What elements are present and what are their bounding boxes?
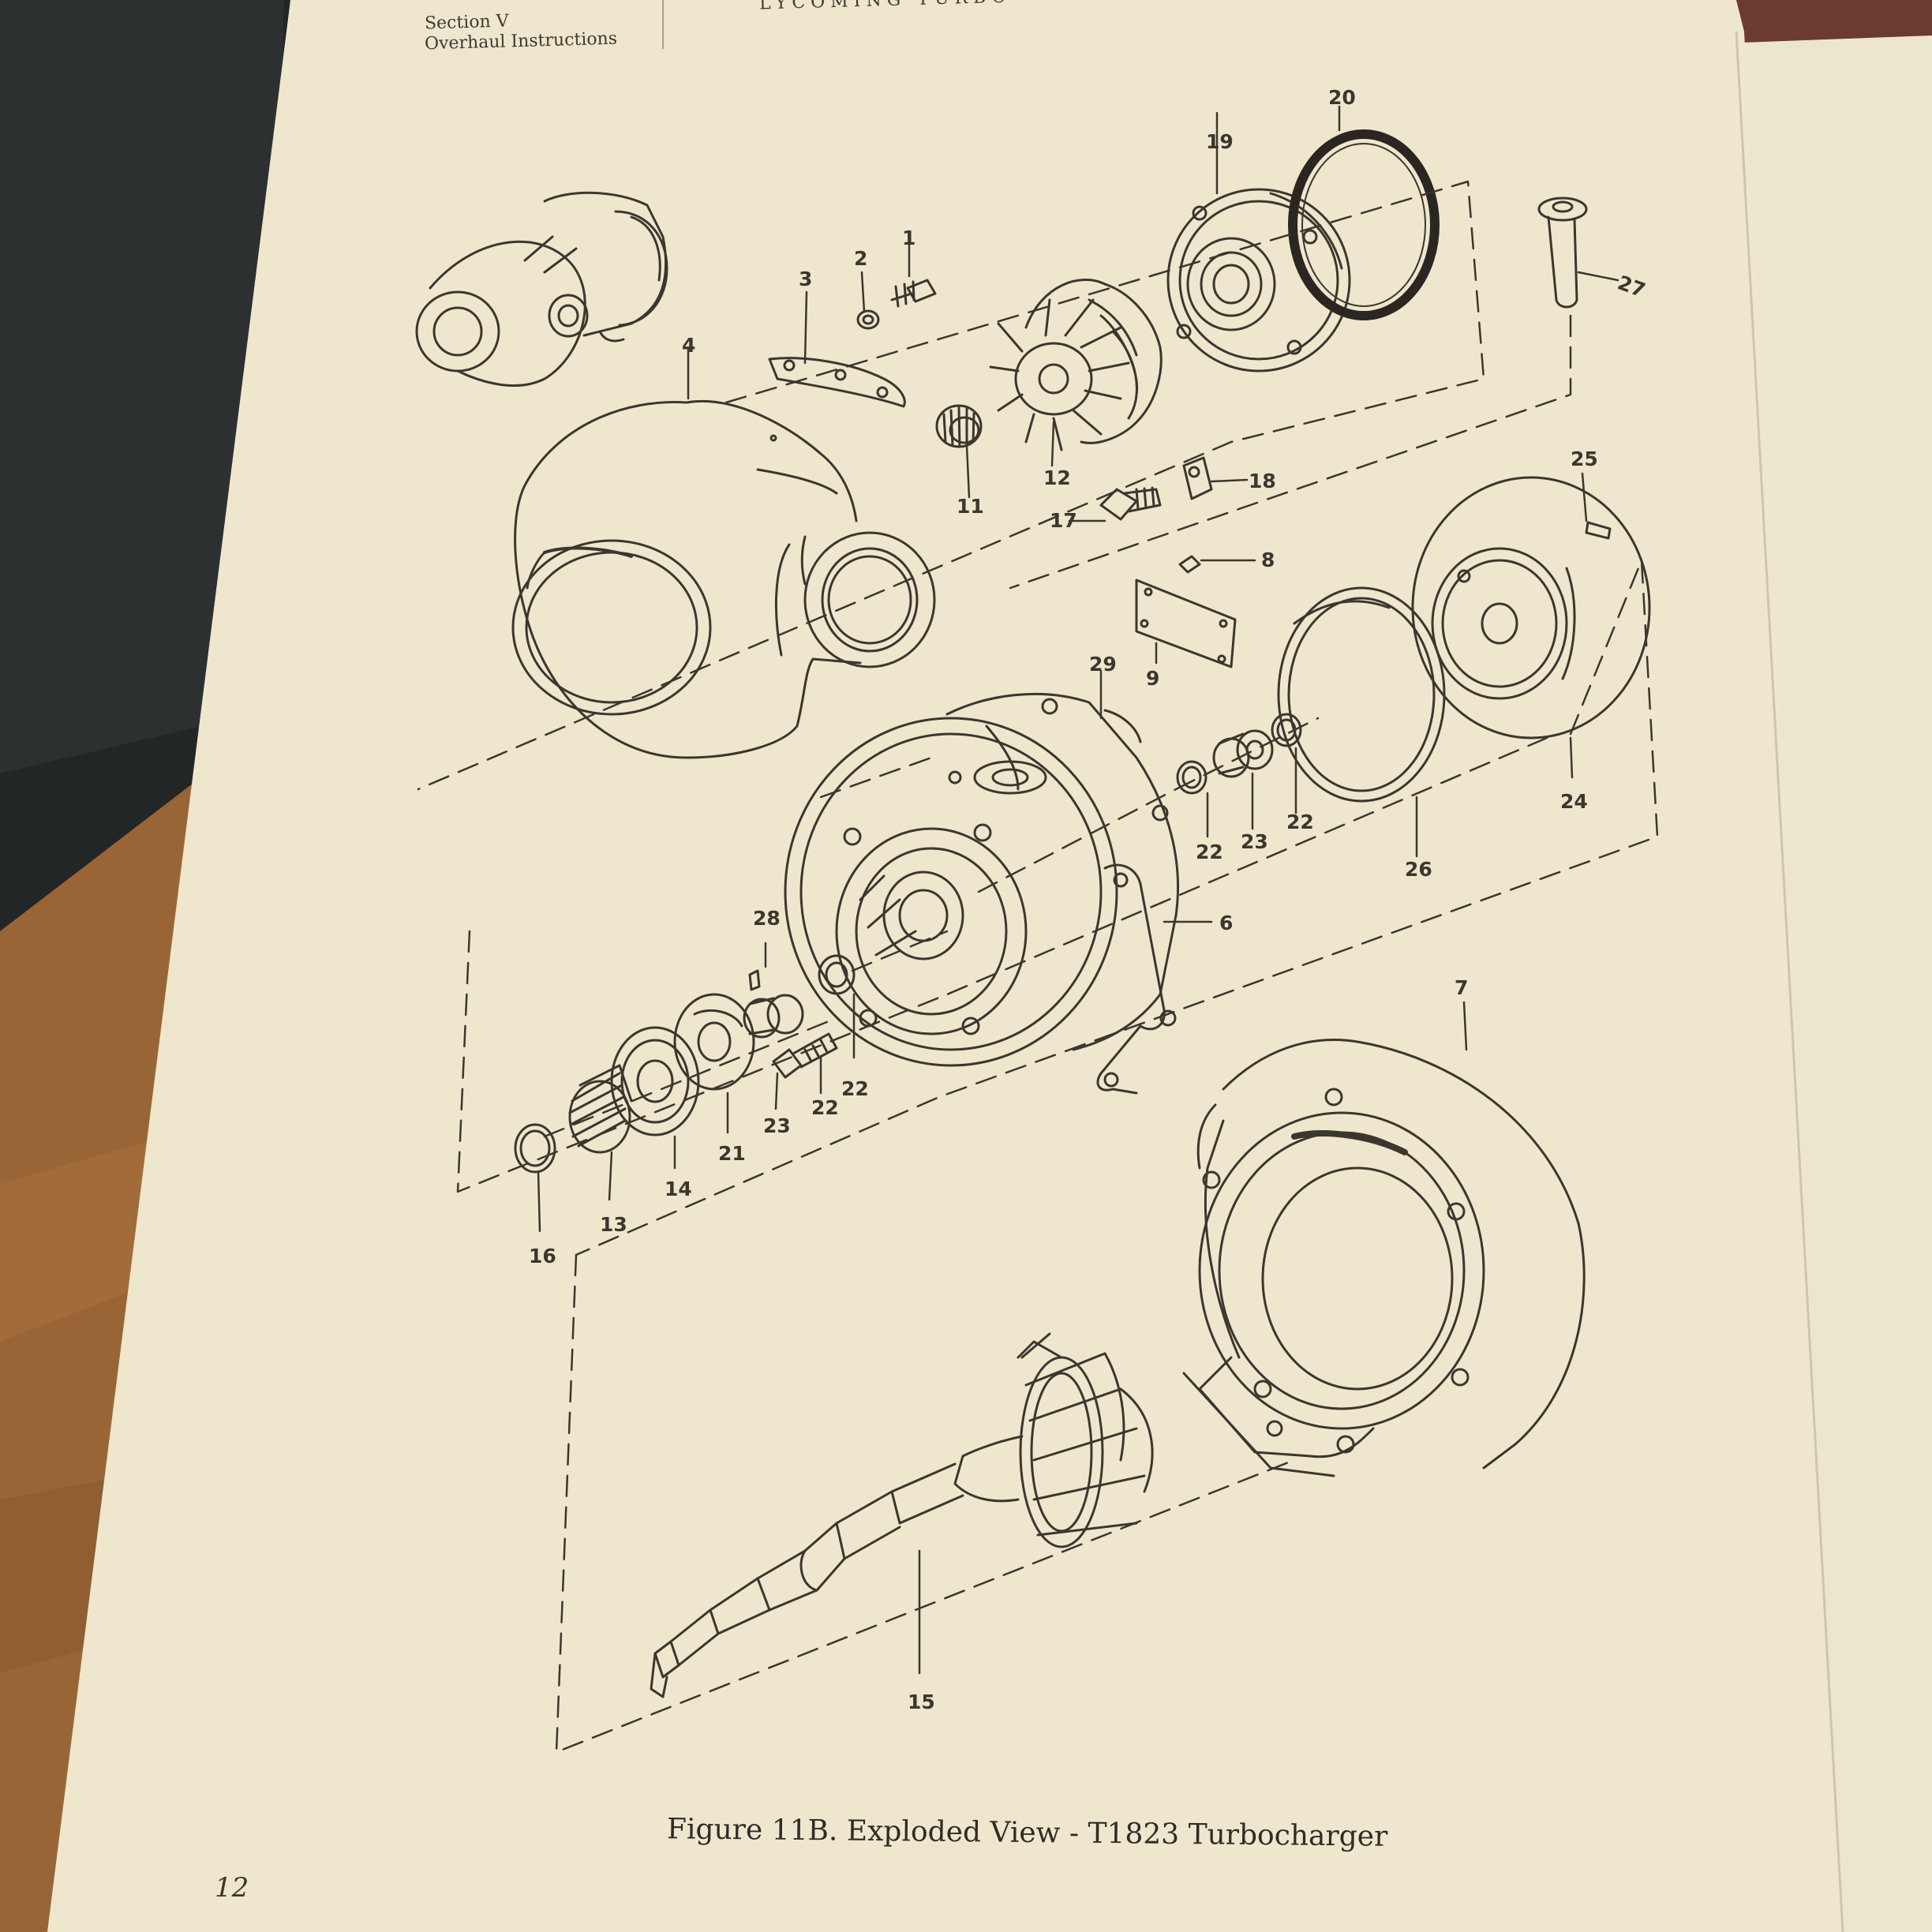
callout-labels: 1 2 3 4 22 6 7 8 9 11 12 13 14 15 16 17 … [529, 86, 1649, 1713]
ring-22b [1271, 713, 1302, 747]
callout-5: 22 [811, 1096, 839, 1119]
compressor-housing [511, 400, 936, 759]
callout-14: 14 [665, 1178, 692, 1200]
washer-2 [856, 309, 880, 330]
callout-23b: 23 [763, 1114, 791, 1137]
callout-1: 1 [902, 227, 915, 249]
exploded-diagram [415, 105, 1659, 1754]
tab-18 [1182, 456, 1213, 500]
callout-25: 25 [1571, 447, 1598, 470]
nut-11 [935, 404, 983, 448]
callout-17: 17 [1050, 509, 1077, 532]
callout-19: 19 [1206, 130, 1234, 153]
callout-12: 12 [1043, 466, 1071, 489]
pin-27 [1537, 197, 1588, 309]
ring-22-left [818, 954, 856, 995]
callout-22c: 22 [841, 1077, 869, 1100]
retaining-ring-16 [514, 1123, 556, 1174]
compressor-wheel [989, 279, 1163, 451]
callout-2: 2 [854, 247, 867, 270]
callout-18: 18 [1249, 470, 1276, 492]
bearing-23 [1212, 729, 1274, 778]
turbine-wheel-shaft-15 [650, 1332, 1154, 1698]
bearing-23-left [743, 994, 804, 1039]
right-page [1720, 36, 1932, 1932]
callout-15: 15 [908, 1690, 935, 1713]
callout-9: 9 [1146, 667, 1159, 690]
screw-8 [1178, 555, 1201, 574]
cover-plate-9 [1135, 578, 1237, 668]
bearing-housing-29 [784, 692, 1179, 1067]
callout-3: 3 [799, 268, 812, 290]
callout-7: 7 [1455, 976, 1468, 999]
dark-surface [0, 0, 284, 773]
thrust-plate-24 [1411, 476, 1651, 739]
backplate-19 [1166, 188, 1351, 373]
assembly-dashed-lines [417, 180, 1659, 1754]
callout-22b: 22 [1286, 811, 1314, 833]
callout-13: 13 [600, 1213, 627, 1236]
leader-lines [537, 105, 1619, 1675]
gasket-6 [1096, 863, 1166, 1095]
pin-25 [1585, 521, 1612, 540]
spacer-14 [610, 1026, 700, 1136]
page-number: 12 [215, 1872, 249, 1904]
o-ring-20 [1288, 129, 1440, 320]
bolt-17 [1099, 486, 1162, 521]
callout-4: 4 [682, 334, 695, 357]
callout-16: 16 [529, 1245, 556, 1267]
callout-21: 21 [718, 1142, 746, 1165]
callout-23a: 23 [1241, 830, 1268, 853]
callout-11: 11 [957, 495, 984, 518]
section-header: Section V [424, 11, 509, 34]
assembled-turbocharger-icon [415, 191, 668, 387]
sleeve-13 [568, 1064, 633, 1154]
callout-29: 29 [1089, 653, 1117, 676]
callout-22a: 22 [1196, 841, 1223, 863]
turbine-housing-7 [1182, 1039, 1586, 1477]
callout-8: 8 [1261, 549, 1275, 571]
callout-28: 28 [753, 907, 781, 930]
retaining-plate [768, 357, 906, 408]
pin-28 [748, 969, 761, 991]
document-page [47, 0, 1843, 1932]
callout-6: 6 [1219, 912, 1233, 934]
callout-26: 26 [1405, 858, 1432, 881]
ring-22 [1176, 760, 1208, 795]
callout-20: 20 [1328, 86, 1356, 109]
callout-24: 24 [1560, 790, 1588, 813]
